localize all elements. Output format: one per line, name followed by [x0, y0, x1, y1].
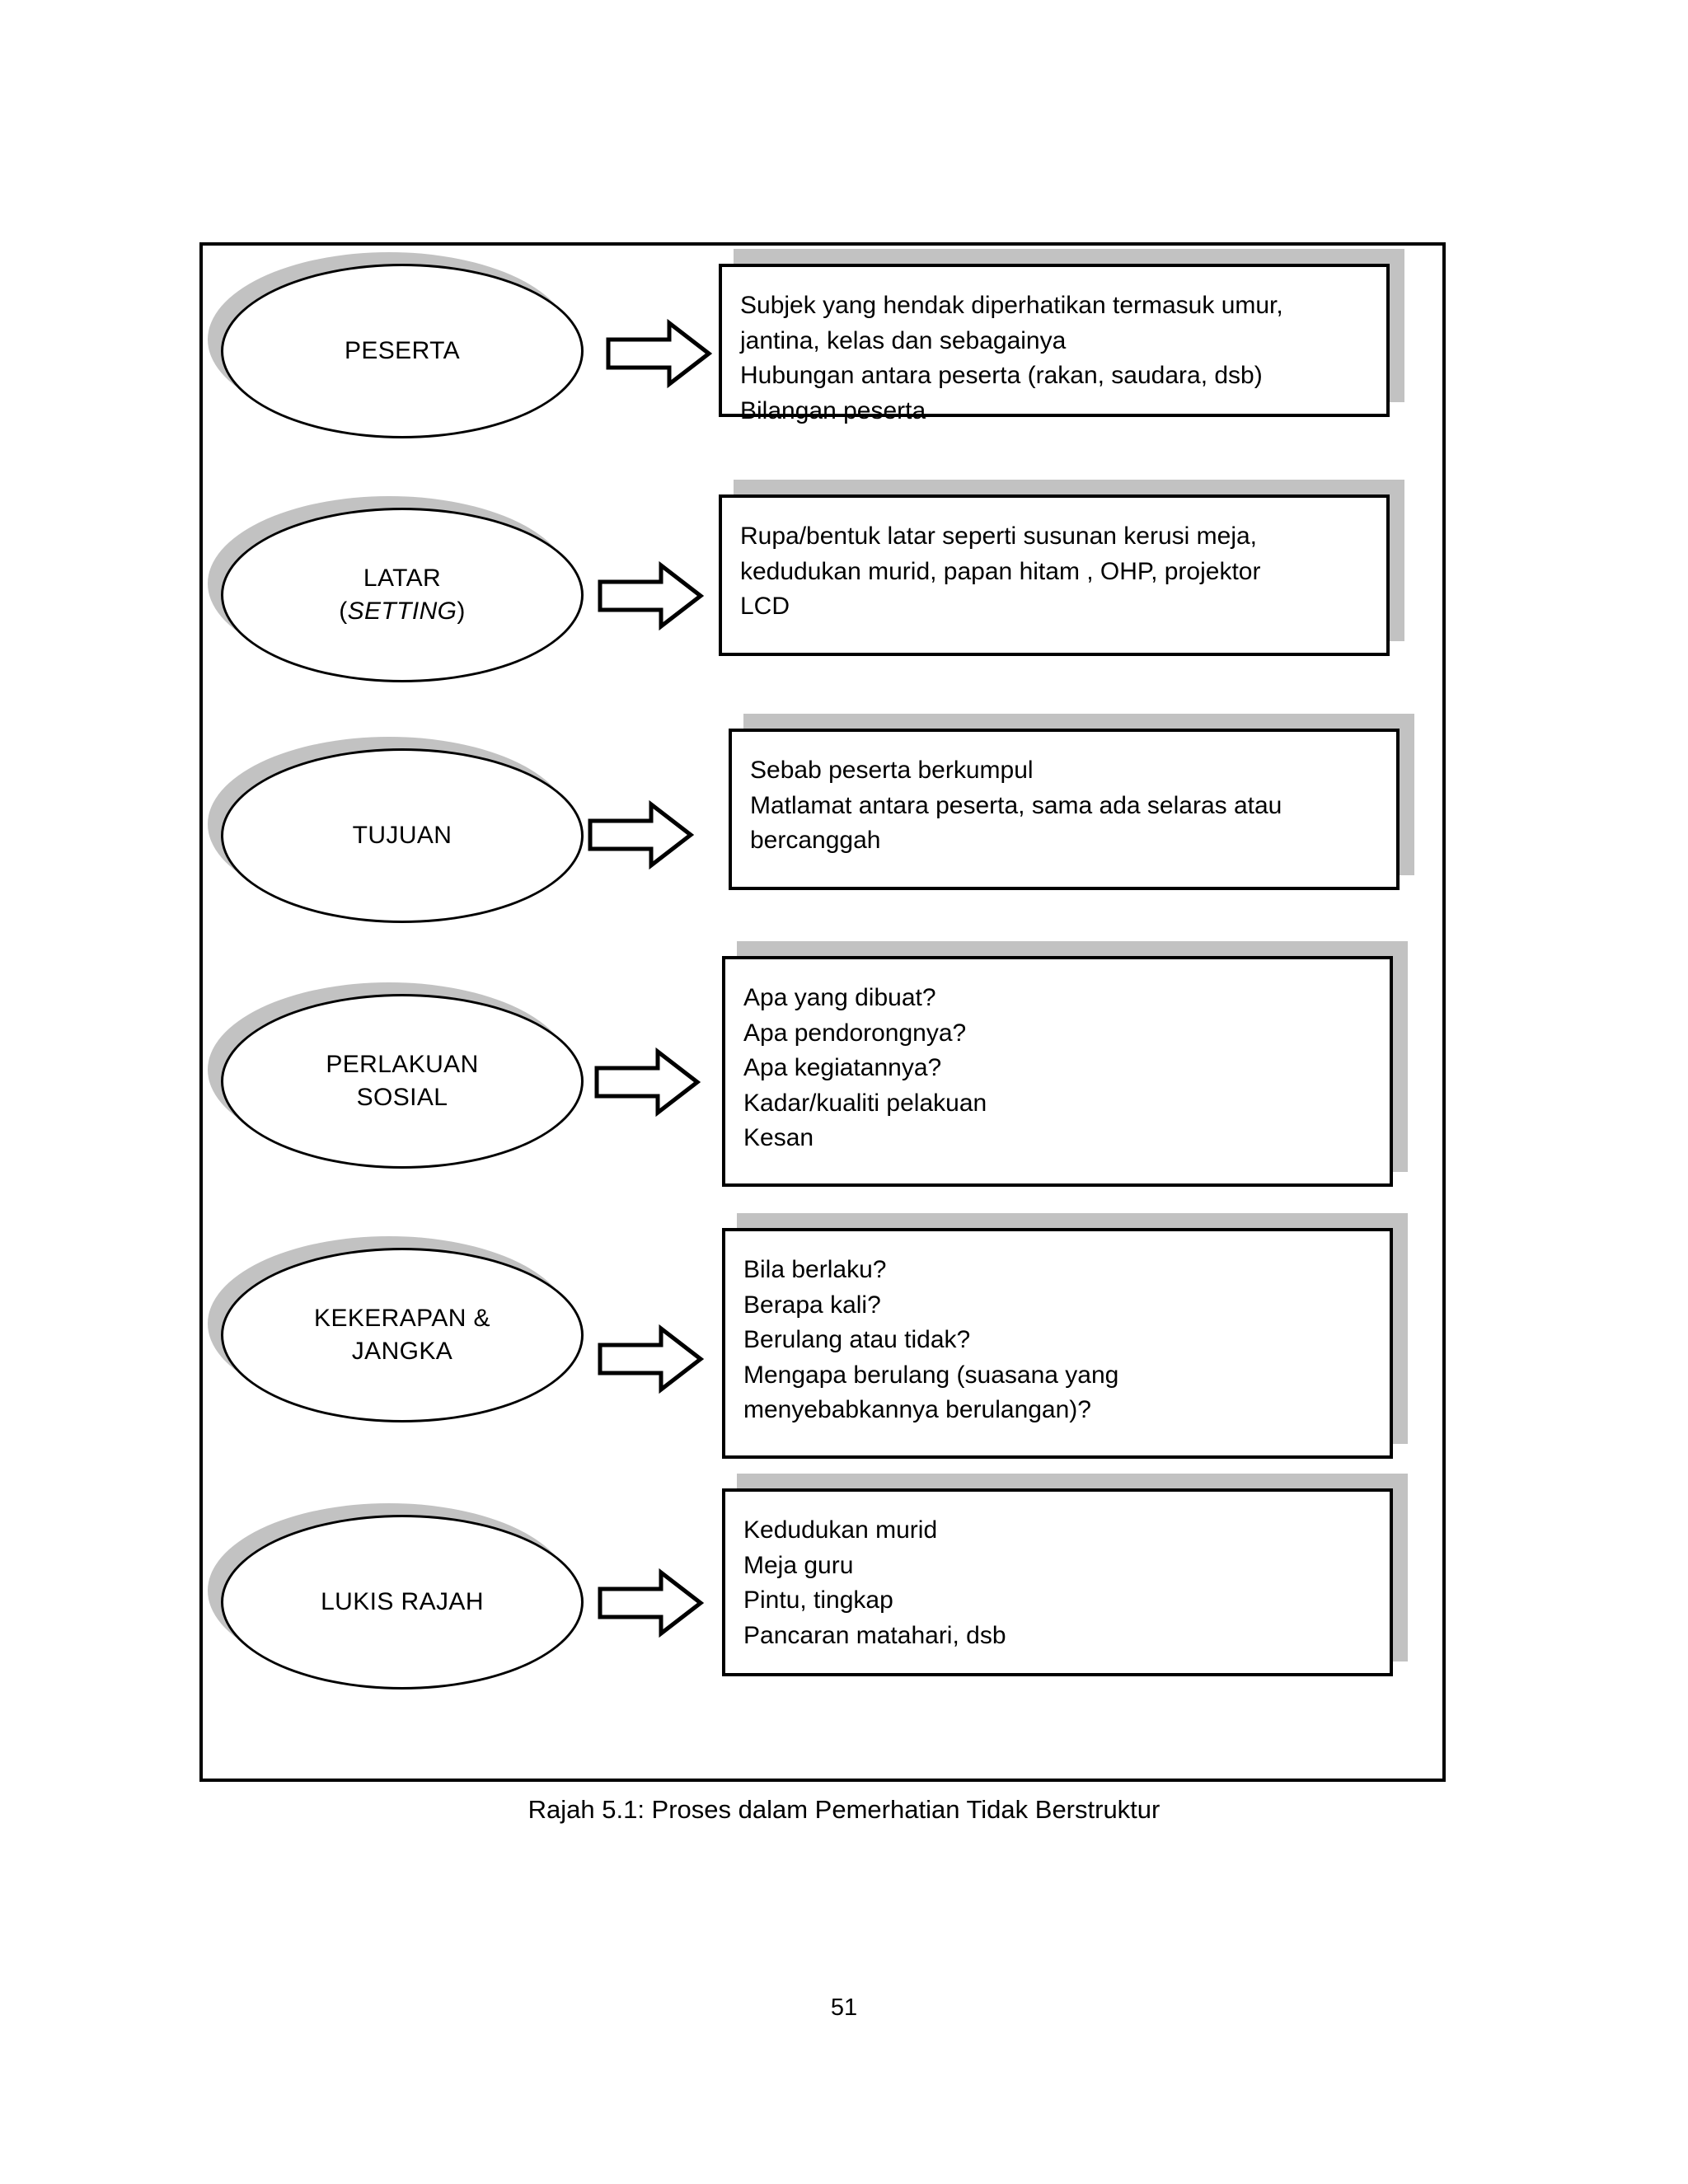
- node-tujuan[interactable]: TUJUAN: [208, 737, 584, 923]
- node-label-emphasis: SETTING: [347, 598, 457, 625]
- right-block-arrow-icon: [587, 799, 695, 870]
- node-label: PESERTA: [344, 337, 461, 365]
- detail-line: Hubungan antara peserta (rakan, saudara,…: [740, 362, 1263, 390]
- node-kekerapan-jangka[interactable]: KEKERAPAN & JANGKA: [208, 1236, 584, 1422]
- detail-line: kedudukan murid, papan hitam , OHP, proj…: [740, 557, 1261, 585]
- node-label-line1: PERLAKUAN: [326, 1051, 479, 1079]
- detail-line: Pancaran matahari, dsb: [743, 1621, 1006, 1649]
- box-body: Rupa/bentuk latar seperti susunan kerusi…: [719, 494, 1390, 656]
- right-block-arrow-icon: [597, 1324, 705, 1394]
- right-block-arrow-icon: [605, 318, 713, 389]
- node-label: LUKIS RAJAH: [321, 1588, 484, 1616]
- box-body: Sebab peserta berkumpul Matlamat antara …: [729, 729, 1400, 890]
- arrow-svg: [606, 318, 713, 389]
- node-label-line1: LATAR: [363, 565, 442, 593]
- detail-line: Kadar/kualiti pelakuan: [743, 1089, 987, 1117]
- ellipse-shape: KEKERAPAN & JANGKA: [221, 1248, 584, 1422]
- detail-line: menyebabkannya berulangan)?: [743, 1396, 1091, 1424]
- detail-line: Berapa kali?: [743, 1291, 881, 1319]
- node-label-line2: SOSIAL: [356, 1084, 448, 1111]
- detail-box-tujuan: Sebab peserta berkumpul Matlamat antara …: [729, 714, 1414, 890]
- ellipse-shape: PERLAKUAN SOSIAL: [221, 994, 584, 1169]
- ellipse-shape: LATAR (SETTING): [221, 508, 584, 682]
- detail-line: Rupa/bentuk latar seperti susunan kerusi…: [740, 523, 1258, 550]
- arrow-svg: [598, 560, 705, 631]
- detail-line: Apa pendorongnya?: [743, 1019, 967, 1047]
- box-body: Subjek yang hendak diperhatikan termasuk…: [719, 264, 1390, 424]
- right-block-arrow-icon: [597, 560, 705, 631]
- node-peserta[interactable]: PESERTA: [208, 252, 584, 438]
- diagram-outer-frame: PESERTA Subjek yang hendak diperhatikan …: [199, 242, 1446, 1782]
- arrow-svg: [598, 1568, 705, 1638]
- detail-line: Sebab peserta berkumpul: [750, 757, 1034, 784]
- detail-line: Pintu, tingkap: [743, 1586, 893, 1615]
- box-body: Kedudukan murid Meja guru Pintu, tingkap…: [722, 1488, 1393, 1676]
- node-label-line2: (SETTING): [339, 598, 466, 625]
- right-block-arrow-icon: [593, 1047, 701, 1118]
- detail-box-lukis-rajah: Kedudukan murid Meja guru Pintu, tingkap…: [722, 1474, 1408, 1676]
- node-label: LATAR (SETTING): [339, 562, 466, 627]
- detail-line: Subjek yang hendak diperhatikan termasuk…: [740, 292, 1283, 319]
- ellipse-shape: PESERTA: [221, 264, 584, 438]
- detail-line: Matlamat antara peserta, sama ada selara…: [750, 791, 1282, 819]
- node-lukis-rajah[interactable]: LUKIS RAJAH: [208, 1503, 584, 1690]
- page-number: 51: [830, 1994, 858, 2021]
- arrow-svg: [588, 799, 695, 870]
- detail-line: Meja guru: [743, 1551, 854, 1579]
- box-body: Bila berlaku? Berapa kali? Berulang atau…: [722, 1228, 1393, 1459]
- ellipse-shape: LUKIS RAJAH: [221, 1515, 584, 1690]
- detail-line: bercanggah: [750, 827, 881, 855]
- box-body: Apa yang dibuat? Apa pendorongnya? Apa k…: [722, 956, 1393, 1187]
- node-label-line2: JANGKA: [351, 1338, 453, 1365]
- detail-line: jantina, kelas dan sebagainya: [740, 326, 1067, 354]
- detail-line: Kedudukan murid: [743, 1516, 938, 1544]
- node-label: KEKERAPAN & JANGKA: [314, 1302, 490, 1367]
- detail-line: Mengapa berulang (suasana yang: [743, 1361, 1119, 1389]
- arrow-svg: [594, 1047, 701, 1118]
- detail-box-perlakuan-sosial: Apa yang dibuat? Apa pendorongnya? Apa k…: [722, 941, 1408, 1187]
- detail-line: Apa kegiatannya?: [743, 1054, 942, 1082]
- detail-line: Kesan: [743, 1124, 814, 1152]
- arrow-svg: [598, 1324, 705, 1394]
- node-label-line1: KEKERAPAN &: [314, 1305, 490, 1333]
- detail-box-kekerapan-jangka: Bila berlaku? Berapa kali? Berulang atau…: [722, 1213, 1408, 1459]
- figure-caption: Rajah 5.1: Proses dalam Pemerhatian Tida…: [528, 1795, 1160, 1824]
- ellipse-shape: TUJUAN: [221, 748, 584, 923]
- detail-line: Bilangan peserta: [740, 396, 926, 424]
- node-latar[interactable]: LATAR (SETTING): [208, 496, 584, 682]
- node-perlakuan-sosial[interactable]: PERLAKUAN SOSIAL: [208, 982, 584, 1169]
- right-block-arrow-icon: [597, 1568, 705, 1638]
- node-label: TUJUAN: [352, 822, 452, 850]
- detail-line: LCD: [740, 593, 790, 621]
- detail-box-peserta: Subjek yang hendak diperhatikan termasuk…: [719, 249, 1404, 424]
- node-label: PERLAKUAN SOSIAL: [326, 1048, 478, 1113]
- detail-box-latar: Rupa/bentuk latar seperti susunan kerusi…: [719, 480, 1404, 656]
- detail-line: Apa yang dibuat?: [743, 984, 936, 1011]
- detail-line: Berulang atau tidak?: [743, 1326, 971, 1354]
- detail-line: Bila berlaku?: [743, 1256, 887, 1283]
